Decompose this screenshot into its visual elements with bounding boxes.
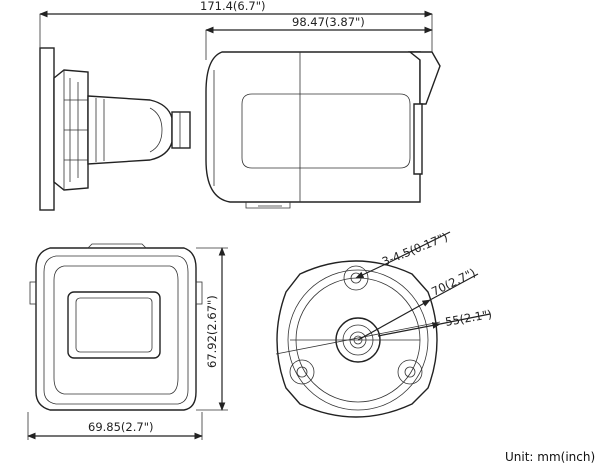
wall-plate bbox=[39, 47, 55, 211]
screw-hole-leader bbox=[355, 261, 391, 279]
mount-joint bbox=[171, 111, 191, 149]
lens-window-inner bbox=[75, 297, 153, 353]
overall-length-label: 171.4(6.7") bbox=[200, 0, 265, 13]
front-view: 69.85(2.7") 67.92(2.67") bbox=[27, 243, 228, 440]
mount-view: 3-4.5(0.17") 70(2.7") 55(2.1") bbox=[275, 230, 493, 418]
bolt-circle-55-label: 55(2.1") bbox=[444, 307, 493, 329]
side-view: 171.4(6.7") 98.47(3.87") bbox=[39, 0, 441, 211]
screw-hole-left bbox=[289, 359, 315, 385]
screw-hole-right bbox=[397, 359, 423, 385]
body-length-label: 98.47(3.87") bbox=[292, 15, 365, 29]
bolt-circle-70-leader bbox=[357, 299, 431, 341]
mount-arm bbox=[87, 95, 173, 165]
unit-label: Unit: mm(inch) bbox=[505, 450, 595, 464]
lens-window-outer bbox=[67, 291, 161, 359]
screw-hole-label: 3-4.5(0.17") bbox=[380, 230, 450, 269]
bolt-circle-70-label: 70(2.7") bbox=[429, 265, 478, 298]
mount-outer-circle bbox=[287, 269, 429, 411]
bolt-circle-55-leader bbox=[377, 322, 441, 337]
front-width-label: 69.85(2.7") bbox=[88, 420, 153, 434]
front-height-label: 67.92(2.67") bbox=[205, 295, 219, 368]
camera-body bbox=[205, 51, 421, 203]
lens-face bbox=[413, 103, 423, 175]
